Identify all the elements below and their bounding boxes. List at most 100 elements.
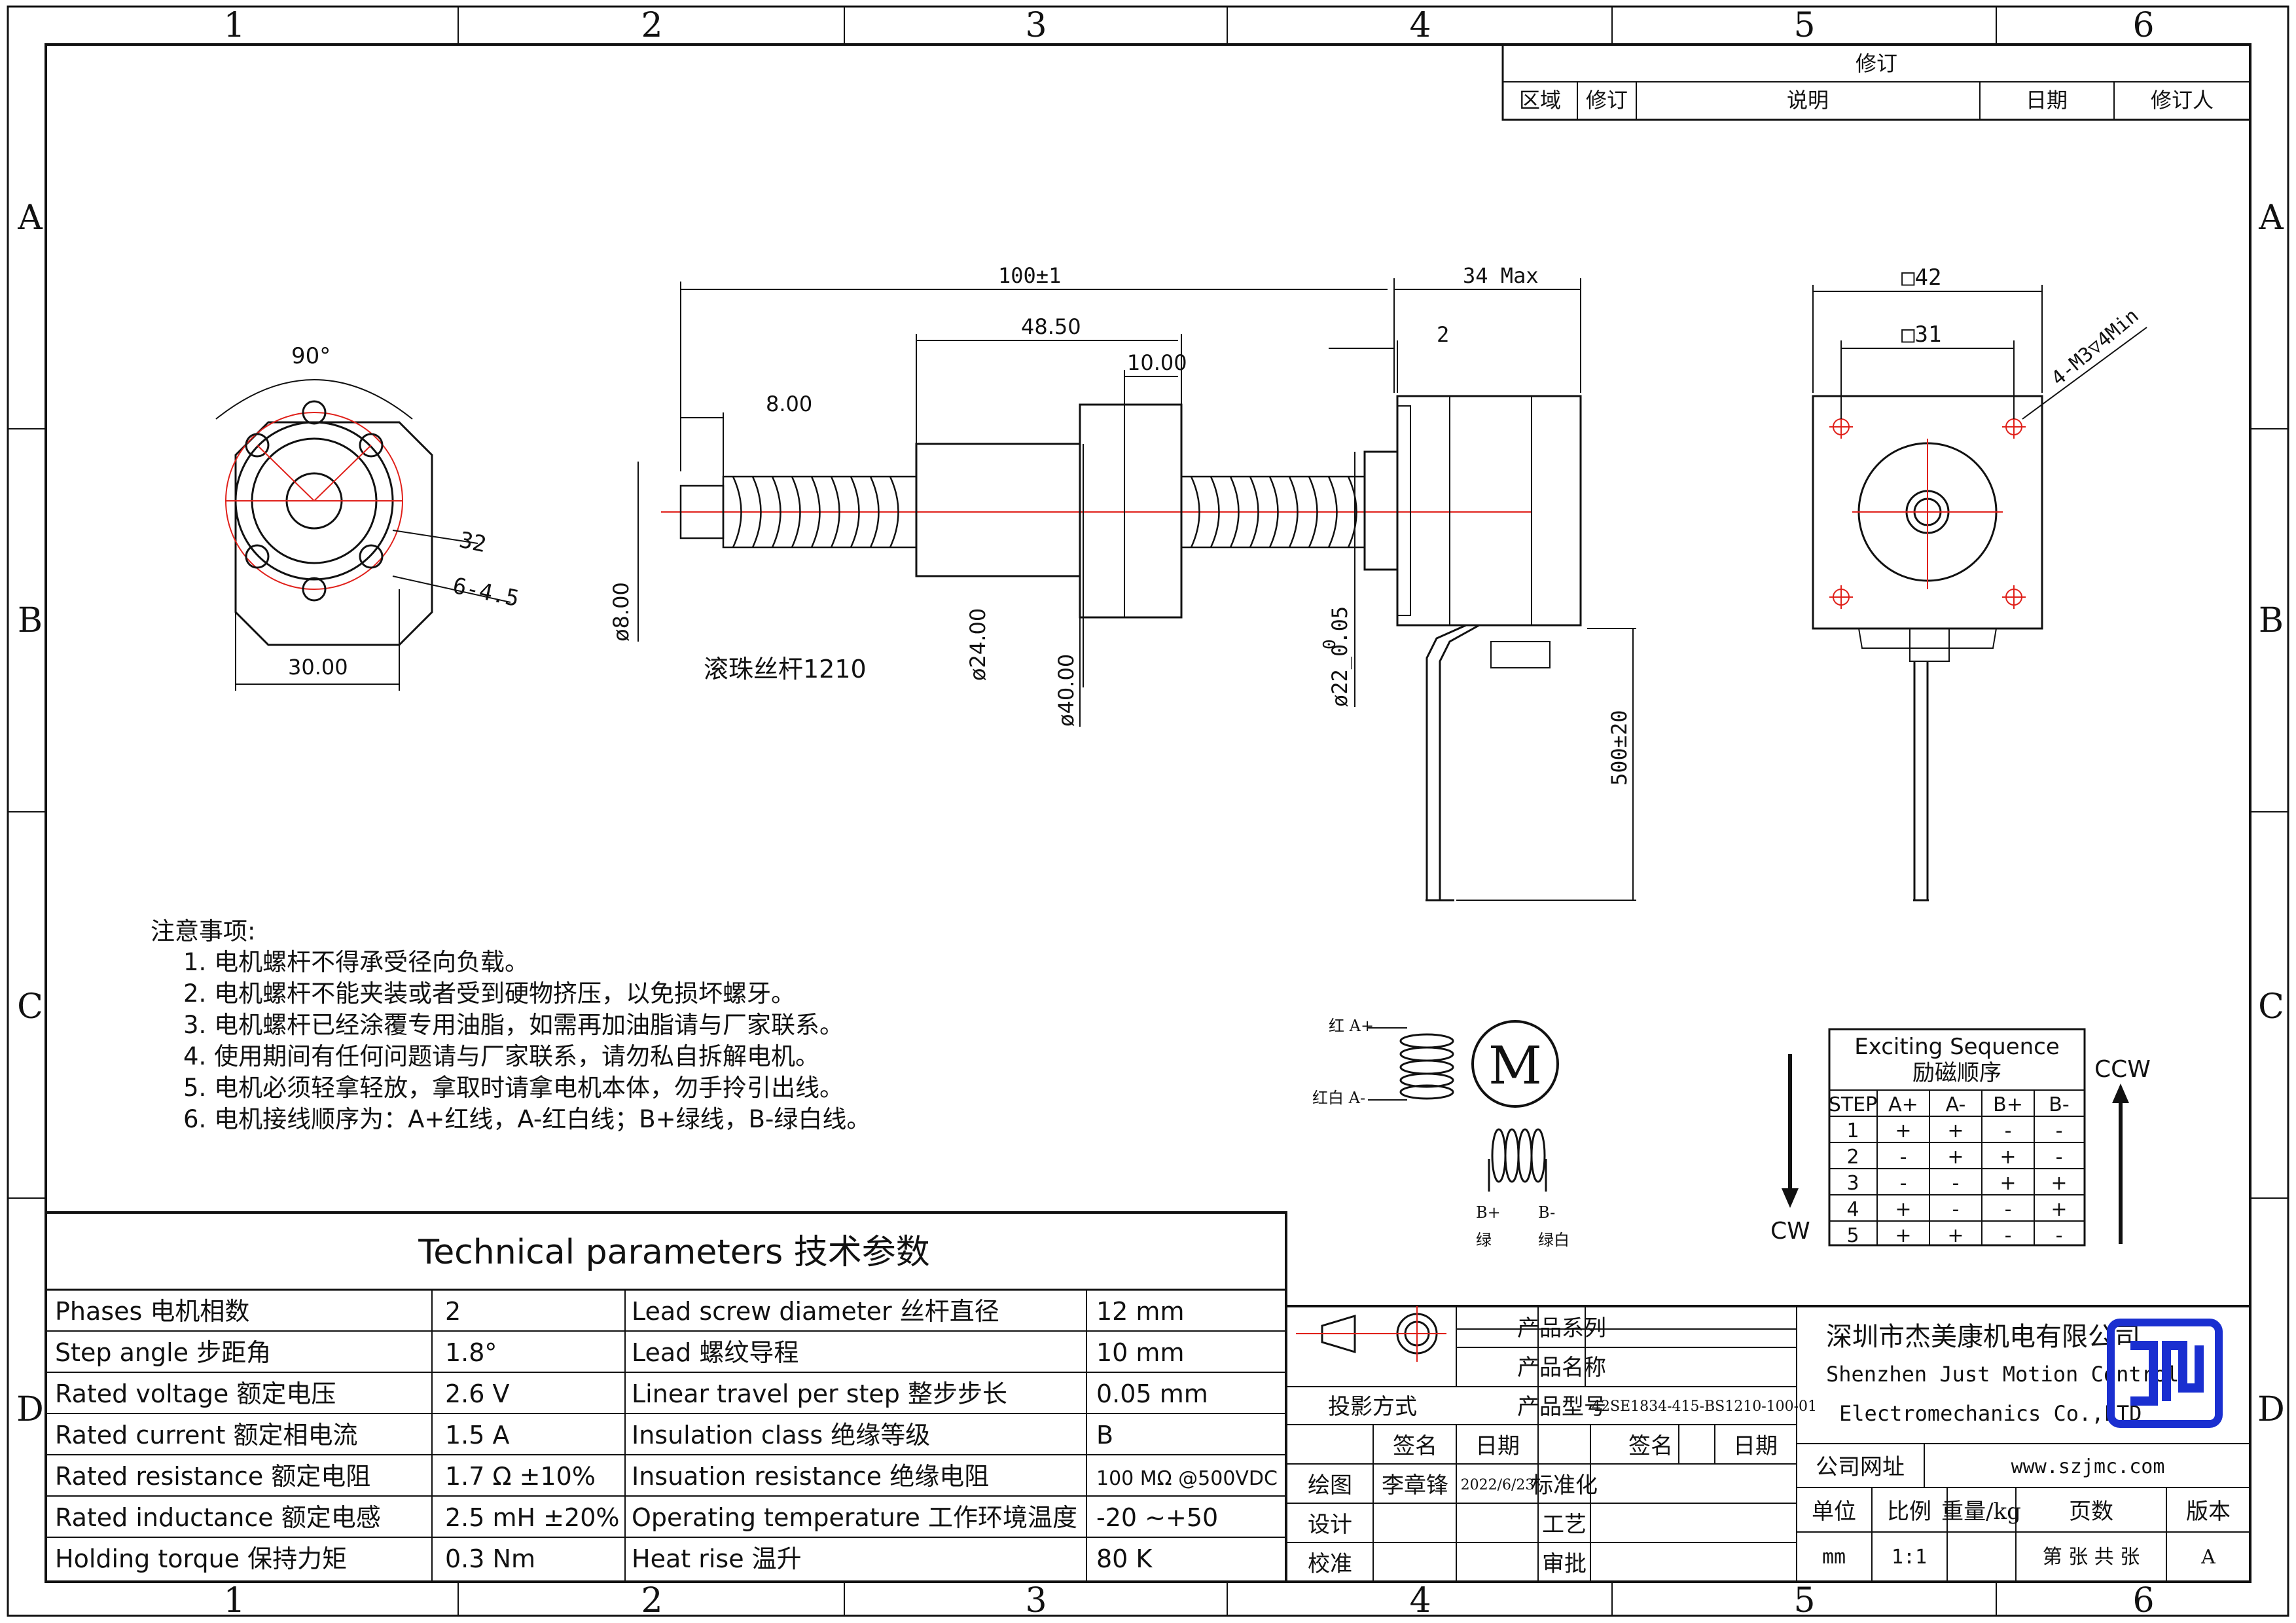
row-label-c-right: C xyxy=(2258,987,2284,1027)
flange-bolt-circle-dim: 32 xyxy=(457,527,488,558)
param-name-cell: Phases 电机相数 xyxy=(55,1297,249,1326)
param-value-cell: 10 mm xyxy=(1096,1338,1184,1367)
param-value-cell: -20 ~+50 xyxy=(1096,1503,1218,1532)
version-label: 版本 xyxy=(2186,1499,2231,1525)
dim-boss-diameter: ø22_0.05 xyxy=(1327,606,1352,707)
dim-nut-length: 48.50 xyxy=(1021,314,1081,339)
param-name-cell: Holding torque 保持力矩 xyxy=(55,1544,347,1573)
motor-symbol-letter: M xyxy=(1488,1035,1542,1096)
seq-phase-cell: + xyxy=(1947,1146,1964,1169)
seq-step-cell: 4 xyxy=(1846,1198,1859,1221)
wiring-diagram: 红 A+ 红白 A- M B+ B- 绿 绿白 xyxy=(1312,1017,1570,1249)
revision-title: 修订 xyxy=(1856,51,1897,76)
col-label-1-bottom: 1 xyxy=(223,1581,245,1620)
revision-header-date: 日期 xyxy=(2026,88,2068,113)
flange-view: 90° 32 6-4.5 30.00 xyxy=(215,343,522,691)
ball-nut-flange xyxy=(1079,403,1183,619)
col-label-3: 3 xyxy=(1025,6,1047,45)
param-name-cell: Rated current 额定相电流 xyxy=(55,1421,358,1450)
revision-header-reviser: 修订人 xyxy=(2151,88,2214,113)
seq-phase-cell: + xyxy=(2051,1198,2067,1221)
scale-value: 1:1 xyxy=(1892,1546,1927,1569)
col-label-6-bottom: 6 xyxy=(2132,1581,2154,1620)
unit-label: 单位 xyxy=(1812,1499,1856,1525)
coil-b xyxy=(1488,1128,1547,1192)
param-name-cell: Linear travel per step 整步步长 xyxy=(632,1379,1007,1408)
param-name-cell: Operating temperature 工作环境温度 xyxy=(632,1503,1077,1532)
seq-phase-cell: + xyxy=(1895,1198,1911,1221)
drawer-name: 李章锋 xyxy=(1382,1472,1448,1499)
note-item-6: 6. 电机接线顺序为：A+红线，A-红白线；B+绿线，B-绿白线。 xyxy=(183,1105,870,1133)
param-name-cell: Rated voltage 额定电压 xyxy=(55,1379,336,1408)
seq-phase-cell: + xyxy=(2000,1146,2016,1169)
col-label-1: 1 xyxy=(223,6,245,45)
row-label-b-right: B xyxy=(2259,601,2284,640)
col-label-4-bottom: 4 xyxy=(1409,1581,1431,1620)
seq-phase-cell: - xyxy=(2056,1146,2063,1169)
dim-boss-tol-top: 0 xyxy=(1320,639,1340,649)
front-hole-spacing-dim: □31 xyxy=(1901,321,1941,348)
revision-header-rev: 修订 xyxy=(1586,88,1628,113)
product-name-label: 产品名称 xyxy=(1517,1355,1606,1381)
seq-phase-cell: - xyxy=(2005,1120,2012,1142)
flange-angle-label: 90° xyxy=(291,343,331,369)
seq-phase-cell: + xyxy=(1895,1120,1911,1142)
flange-width-dim: 30.00 xyxy=(288,655,348,680)
seq-phase-cell: - xyxy=(1900,1146,1907,1169)
note-item-5: 5. 电机必须轻拿轻放，拿取时请拿电机本体，勿手拎引出线。 xyxy=(183,1074,844,1102)
wire-a-minus-label: 红白 A- xyxy=(1312,1089,1365,1107)
row-label-c: C xyxy=(17,987,43,1027)
param-value-cell: 0.3 Nm xyxy=(445,1544,535,1573)
seq-step-cell: 3 xyxy=(1846,1172,1859,1195)
param-value-cell: 100 MΩ @500VDC xyxy=(1096,1467,1278,1490)
dim-end-length: 8.00 xyxy=(766,392,812,416)
seq-phase-cell: - xyxy=(2005,1224,2012,1247)
seq-header-b-minus: B- xyxy=(2049,1093,2069,1116)
dim-flange-diameter: ø40.00 xyxy=(1054,654,1079,727)
website-value: www.szjmc.com xyxy=(2011,1455,2165,1478)
unit-value: mm xyxy=(1822,1546,1846,1569)
dim-nut-diameter: ø24.00 xyxy=(965,608,990,681)
company-name-en-1: Shenzhen Just Motion Control xyxy=(1826,1362,2179,1387)
note-item-2: 2. 电机螺杆不能夹装或者受到硬物挤压，以免损坏螺牙。 xyxy=(183,979,795,1008)
wire-b-minus-color: 绿白 xyxy=(1538,1231,1570,1249)
wire-b-minus-label: B- xyxy=(1538,1203,1555,1222)
notes-block: 注意事项: 1. 电机螺杆不得承受径向负载。 2. 电机螺杆不能夹装或者受到硬物… xyxy=(151,917,870,1133)
front-hole-callout: 4-M3▽4Min xyxy=(2047,304,2144,390)
param-value-cell: 2.5 mH ±20% xyxy=(445,1503,619,1532)
param-name-cell: Insuation resistance 绝缘电阻 xyxy=(632,1462,989,1491)
sign-label-2: 签名 xyxy=(1628,1433,1673,1459)
seq-phase-cell: - xyxy=(1952,1198,1960,1221)
dim-lead-length: 500±20 xyxy=(1607,710,1632,786)
param-name-cell: Heat rise 温升 xyxy=(632,1544,802,1573)
wire-a-plus-label: 红 A+ xyxy=(1329,1017,1374,1035)
param-name-cell: Lead 螺纹导程 xyxy=(632,1338,798,1367)
col-label-4: 4 xyxy=(1409,6,1431,45)
revision-table: 修订 区域 修订 说明 日期 修订人 xyxy=(1501,43,2251,121)
param-value-cell: 2 xyxy=(445,1297,461,1326)
seq-header-a-minus: A- xyxy=(1946,1093,1966,1116)
projection-label: 投影方式 xyxy=(1328,1394,1417,1420)
notes-title: 注意事项: xyxy=(151,917,255,945)
row-label-b: B xyxy=(18,601,43,640)
website-label: 公司网址 xyxy=(1816,1454,1905,1480)
note-item-4: 4. 使用期间有任何问题请与厂家联系，请勿私自拆解电机。 xyxy=(183,1042,819,1070)
col-label-3-bottom: 3 xyxy=(1025,1581,1047,1620)
sign-label: 签名 xyxy=(1393,1433,1437,1459)
approve-label: 审批 xyxy=(1542,1551,1587,1577)
seq-phase-cell: - xyxy=(2056,1120,2063,1142)
motor-symbol-circle xyxy=(1471,1020,1559,1108)
param-value-cell: 1.7 Ω ±10% xyxy=(445,1462,596,1491)
row-label-d-right: D xyxy=(2257,1390,2285,1429)
coil-a xyxy=(1399,1033,1454,1100)
col-label-2: 2 xyxy=(641,6,662,45)
revision-header-desc: 说明 xyxy=(1787,88,1829,113)
seq-phase-cell: + xyxy=(2051,1172,2067,1195)
row-label-a-right: A xyxy=(2258,198,2284,238)
tech-params-title: Technical parameters 技术参数 xyxy=(418,1233,929,1272)
date-label: 日期 xyxy=(1475,1433,1520,1459)
param-value-cell: 1.5 A xyxy=(445,1421,510,1450)
param-value-cell: 2.6 V xyxy=(445,1379,510,1408)
pages-value: 第 张 共 张 xyxy=(2043,1546,2140,1569)
